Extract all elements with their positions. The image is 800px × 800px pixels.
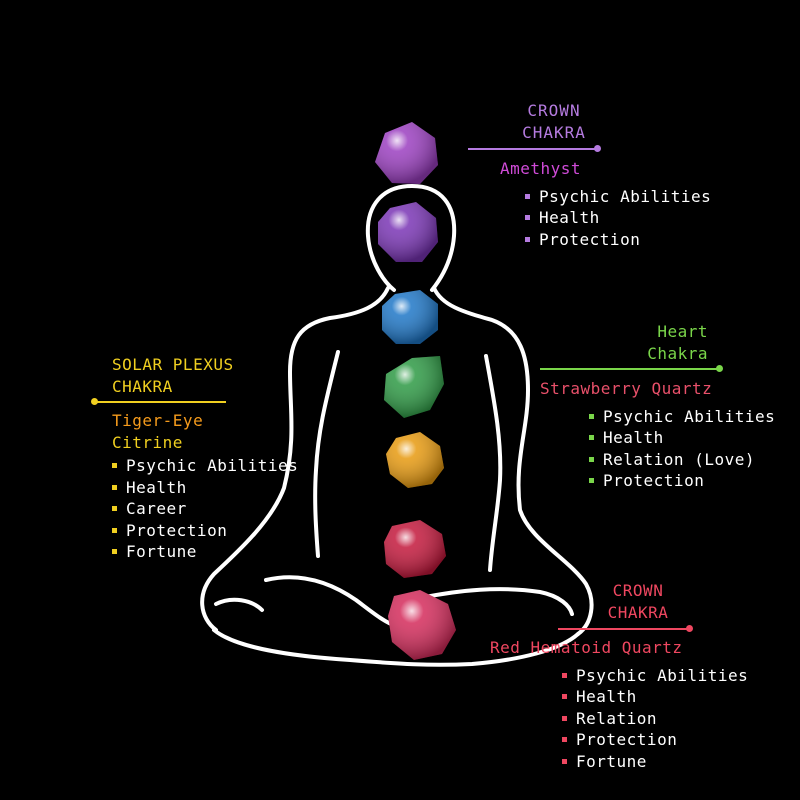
pink-root-stone bbox=[388, 590, 456, 660]
red-sacral-stone bbox=[384, 520, 446, 578]
solar-title-line1: SOLAR PLEXUS bbox=[112, 355, 234, 374]
list-item: Relation (Love) bbox=[589, 449, 775, 471]
blue-throat-stone bbox=[382, 290, 438, 344]
body-outline bbox=[200, 184, 594, 667]
list-item: Health bbox=[112, 477, 298, 499]
right-arm-outline bbox=[484, 354, 503, 572]
list-item: Fortune bbox=[562, 751, 748, 773]
list-item: Psychic Abilities bbox=[562, 665, 748, 687]
list-item: Fortune bbox=[112, 541, 298, 563]
crown-chakra-bottom-title: CROWN CHAKRA bbox=[598, 580, 678, 624]
list-item: Relation bbox=[562, 708, 748, 730]
list-item: Health bbox=[589, 427, 775, 449]
green-heart-stone bbox=[384, 356, 444, 418]
left-arm-outline bbox=[313, 350, 340, 558]
heart-chakra-title: Heart Chakra bbox=[600, 321, 708, 365]
heart-title-line2: Chakra bbox=[647, 344, 708, 363]
crown-top-title-line1: CROWN bbox=[527, 101, 581, 120]
list-item: Protection bbox=[525, 229, 711, 251]
list-item: Protection bbox=[562, 729, 748, 751]
solar-rule bbox=[96, 401, 226, 403]
crown-bottom-list: Psychic Abilities Health Relation Protec… bbox=[562, 665, 748, 773]
amethyst-top-stone bbox=[375, 122, 438, 184]
crown-bottom-rule-dot bbox=[686, 625, 693, 632]
heart-details: Strawberry Quartz Psychic Abilities Heal… bbox=[540, 378, 775, 492]
list-item: Health bbox=[562, 686, 748, 708]
list-item: Psychic Abilities bbox=[525, 186, 711, 208]
yellow-solar-stone bbox=[386, 432, 444, 488]
head-outline bbox=[365, 184, 457, 292]
crown-top-stone: Amethyst bbox=[500, 159, 582, 178]
solar-details: Tiger-Eye Citrine Psychic Abilities Heal… bbox=[112, 410, 298, 563]
heart-title-line1: Heart bbox=[657, 322, 708, 341]
foot-outline bbox=[214, 597, 264, 612]
list-item: Psychic Abilities bbox=[112, 455, 298, 477]
right-torso-outline bbox=[432, 286, 594, 636]
list-item: Protection bbox=[112, 520, 298, 542]
solar-plexus-title: SOLAR PLEXUS CHAKRA bbox=[112, 354, 234, 398]
list-item: Protection bbox=[589, 470, 775, 492]
solar-title-line2: CHAKRA bbox=[112, 377, 173, 396]
solar-stone-line1: Tiger-Eye bbox=[112, 411, 204, 430]
right-leg-outline bbox=[418, 587, 574, 616]
lap-outline bbox=[212, 628, 580, 667]
crown-top-list: Psychic Abilities Health Protection bbox=[525, 186, 711, 251]
solar-list: Psychic Abilities Health Career Protecti… bbox=[112, 455, 298, 563]
crown-bottom-rule bbox=[558, 628, 690, 630]
crown-bottom-stone: Red Hematoid Quartz bbox=[490, 638, 683, 657]
heart-rule bbox=[540, 368, 720, 370]
heart-rule-dot bbox=[716, 365, 723, 372]
left-leg-outline bbox=[264, 575, 398, 628]
crown-top-title: CROWN CHAKRA bbox=[514, 100, 594, 144]
crown-bottom-title-line2: CHAKRA bbox=[607, 603, 669, 622]
crown-top-details: Amethyst Psychic Abilities Health Protec… bbox=[500, 158, 711, 250]
crown-top-title-line2: CHAKRA bbox=[522, 123, 586, 142]
heart-list: Psychic Abilities Health Relation (Love)… bbox=[589, 406, 775, 492]
list-item: Health bbox=[525, 207, 711, 229]
heart-stone: Strawberry Quartz bbox=[540, 379, 713, 398]
chakra-stones bbox=[375, 122, 456, 660]
list-item: Psychic Abilities bbox=[589, 406, 775, 428]
crown-bottom-details: Red Hematoid Quartz Psychic Abilities He… bbox=[490, 637, 748, 772]
list-item: Career bbox=[112, 498, 298, 520]
crown-top-rule-dot bbox=[594, 145, 601, 152]
solar-rule-dot bbox=[91, 398, 98, 405]
left-torso-outline bbox=[200, 286, 390, 632]
amethyst-head-stone bbox=[378, 202, 438, 262]
solar-stone-line2: Citrine bbox=[112, 432, 183, 452]
crown-top-rule bbox=[468, 148, 598, 150]
crown-bottom-title-line1: CROWN bbox=[612, 581, 664, 600]
